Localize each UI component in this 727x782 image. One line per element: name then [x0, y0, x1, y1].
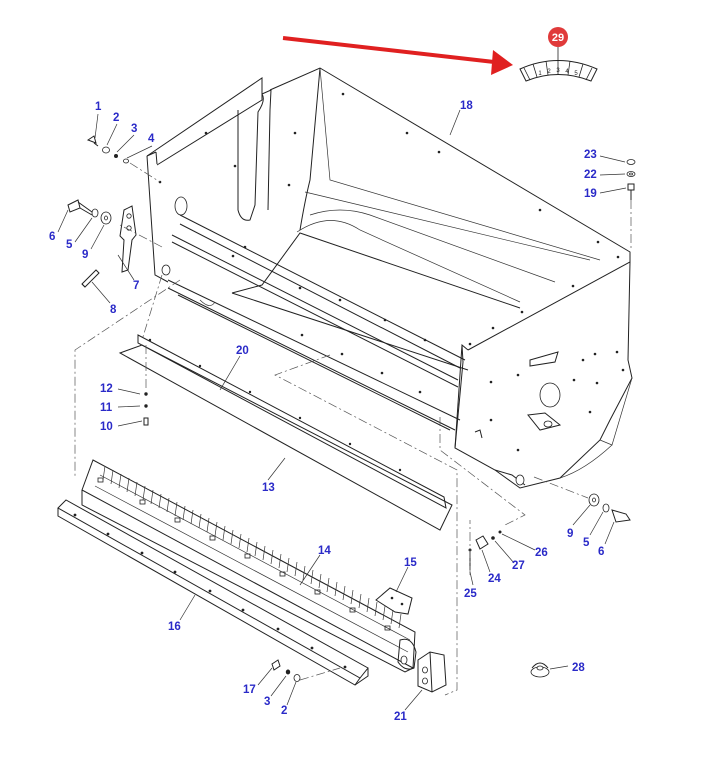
serrated-bar	[81, 459, 417, 673]
leader-lines	[57, 109, 627, 711]
callout-8: 8	[110, 304, 117, 316]
callout-16: 16	[168, 621, 181, 633]
callout-13: 13	[262, 482, 275, 494]
badge-tick-1: 1	[538, 71, 542, 77]
callout-4: 4	[148, 133, 155, 145]
callout-5b: 5	[583, 537, 590, 549]
right-lower-hardware	[533, 476, 631, 523]
indicator-arrow	[282, 36, 513, 75]
callout-28: 28	[572, 662, 585, 674]
callout-3b: 3	[264, 696, 270, 708]
bottom-small-hardware	[271, 659, 341, 682]
hopper-frame	[146, 67, 633, 489]
assembly-badge: 29 1 2 3 4 5	[519, 27, 598, 82]
callout-27: 27	[512, 560, 525, 572]
badge-number: 29	[552, 32, 564, 44]
badge-tick-4: 4	[565, 69, 569, 75]
badge-tick-2: 2	[547, 69, 551, 75]
callout-14: 14	[318, 545, 331, 557]
callout-18: 18	[460, 100, 473, 112]
callout-25: 25	[464, 588, 477, 600]
support-angle-bar	[57, 499, 369, 686]
callout-23: 23	[584, 149, 597, 161]
end-bracket	[417, 651, 447, 693]
callout-11: 11	[100, 402, 113, 414]
callout-1: 1	[95, 101, 102, 113]
phantom-lines	[74, 224, 526, 696]
callout-19: 19	[584, 188, 597, 200]
callout-9: 9	[82, 249, 88, 261]
callout-9b: 9	[567, 528, 573, 540]
left-small-hardware	[143, 392, 149, 426]
callout-26: 26	[535, 547, 548, 559]
badge-circle	[548, 27, 568, 47]
grommet	[530, 662, 550, 678]
callout-5: 5	[66, 239, 73, 251]
callout-2b: 2	[281, 705, 287, 717]
callout-3: 3	[131, 123, 137, 135]
wear-strip-plate	[118, 334, 453, 531]
callout-20: 20	[236, 345, 249, 357]
right-top-hardware	[626, 159, 636, 248]
callout-24: 24	[488, 573, 501, 585]
callout-6: 6	[49, 231, 55, 243]
left-bracket-pin	[67, 199, 137, 288]
small-plate	[375, 587, 413, 615]
callout-22: 22	[584, 169, 597, 181]
callout-10: 10	[100, 421, 113, 433]
callout-21: 21	[394, 711, 407, 723]
callout-labels: 1 2 3 4 6 5 9 7 8 18 23 22 19 20 12 11 1…	[49, 100, 604, 723]
callout-6b: 6	[598, 546, 604, 558]
callout-7: 7	[133, 280, 139, 292]
callout-17: 17	[243, 684, 256, 696]
badge-tick-5: 5	[574, 71, 578, 77]
callout-15: 15	[404, 557, 417, 569]
center-small-hardware	[468, 530, 502, 570]
callout-12: 12	[100, 383, 113, 395]
badge-tick-3: 3	[556, 68, 560, 74]
top-left-hardware	[86, 135, 161, 183]
callout-2: 2	[113, 112, 119, 124]
